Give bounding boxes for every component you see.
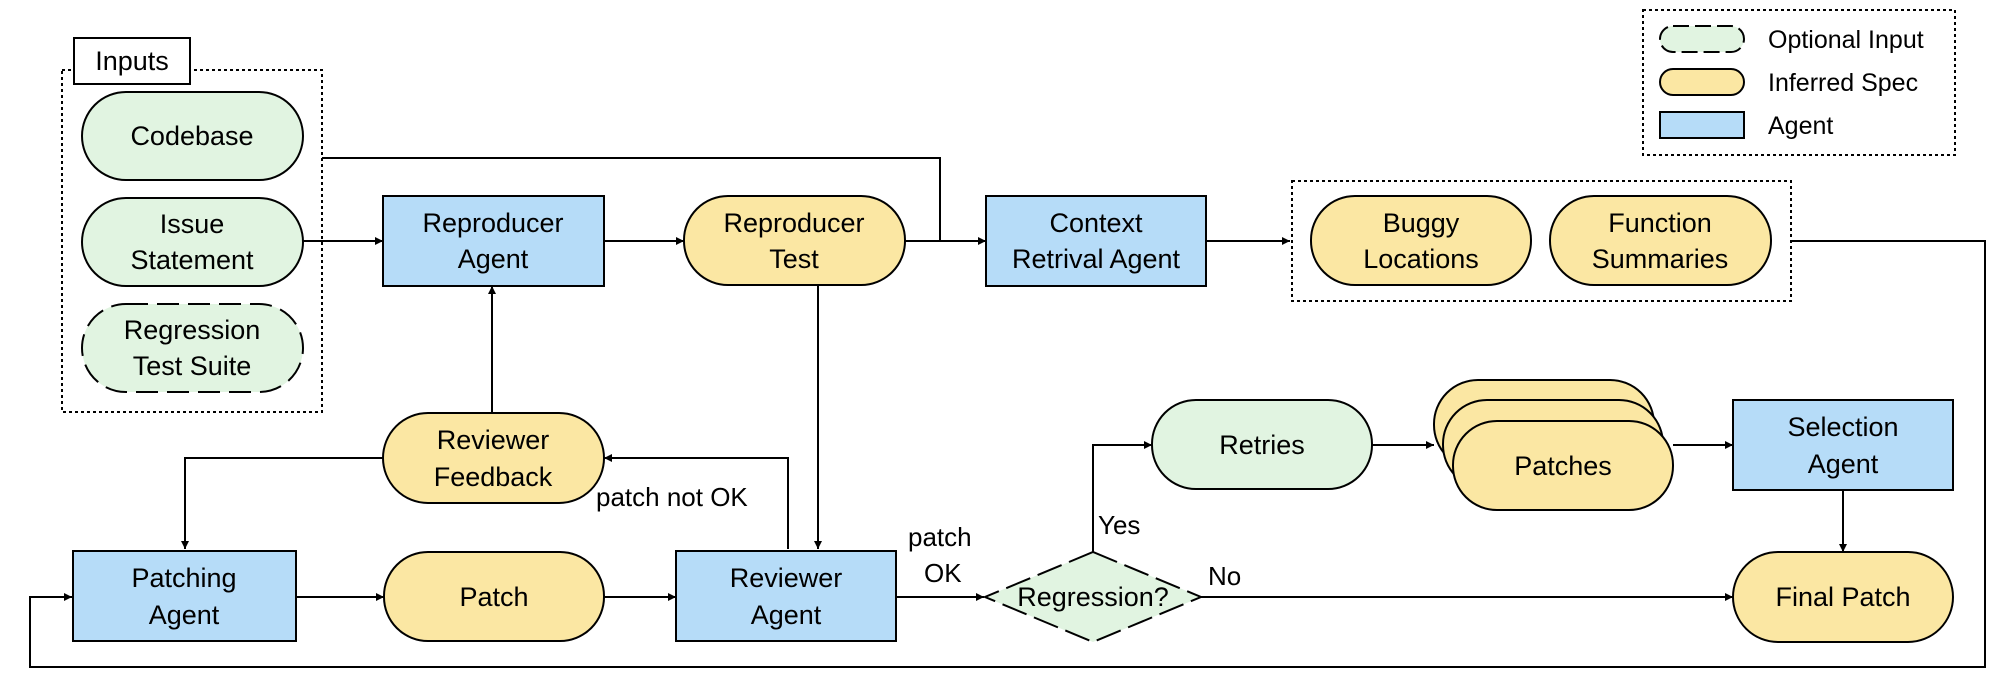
reproducer-agent-node xyxy=(382,195,605,287)
final-patch-node xyxy=(1732,551,1954,643)
patching-agent-label: Patching xyxy=(131,563,236,593)
function-summaries-node xyxy=(1549,195,1772,286)
patches-label: Patches xyxy=(1514,451,1612,481)
buggy-locations-node xyxy=(1310,195,1532,286)
patching-agent-node xyxy=(72,550,297,642)
legend-frame xyxy=(1642,9,1956,156)
reviewer-feedback-node xyxy=(382,412,605,504)
edge-feedback-to-patching xyxy=(181,457,383,549)
reproducer-agent-label: Reproducer xyxy=(422,208,563,238)
edge-reviewer-to-feedback xyxy=(604,454,789,549)
legend-agent-swatch xyxy=(1659,111,1745,139)
reproducer-agent-label: Agent xyxy=(458,244,529,274)
edge-label-patch-ok: OK xyxy=(924,558,962,588)
legend-inferred-spec-swatch xyxy=(1659,68,1745,96)
patch-node xyxy=(383,551,605,642)
retries-label: Retries xyxy=(1219,430,1305,460)
context-retrieval-agent-node xyxy=(985,195,1207,287)
reproducer-test-label: Reproducer xyxy=(723,208,864,238)
issue-statement-label: Statement xyxy=(130,245,254,275)
reviewer-agent-node xyxy=(675,550,897,642)
inputs-title-box xyxy=(73,37,191,85)
patching-agent-label: Agent xyxy=(149,600,220,630)
edge-regression-to-retries xyxy=(1092,441,1152,552)
reproducer-test-node xyxy=(683,195,906,286)
regression-test-suite-node xyxy=(81,303,304,393)
reviewer-agent-label: Agent xyxy=(751,600,822,630)
edge-label-no: No xyxy=(1208,561,1241,591)
context-retrieval-agent-label: Context xyxy=(1049,208,1143,238)
patches-node xyxy=(1452,420,1674,511)
function-summaries-label: Summaries xyxy=(1592,244,1729,274)
legend-inferred-spec-label: Inferred Spec xyxy=(1768,69,1918,97)
edge-spec-to-final-patch xyxy=(29,240,1986,668)
regression-decision-label: Regression? xyxy=(1017,582,1169,612)
edge-label-yes: Yes xyxy=(1098,510,1140,540)
legend-optional-input-label: Optional Input xyxy=(1768,26,1924,54)
codebase-node xyxy=(81,91,304,181)
edges xyxy=(29,157,1986,668)
legend: Optional Input Inferred Spec Agent xyxy=(1642,9,1956,156)
context-retrieval-agent-label: Retrival Agent xyxy=(1012,244,1181,274)
function-summaries-label: Function xyxy=(1608,208,1712,238)
inputs-title: Inputs xyxy=(95,46,169,76)
reviewer-feedback-label: Feedback xyxy=(434,462,553,492)
edge-label-patch-not-ok: patch not OK xyxy=(596,482,748,512)
inputs-frame xyxy=(61,69,323,413)
patch-label: Patch xyxy=(459,582,528,612)
selection-agent-label: Agent xyxy=(1808,449,1879,479)
regression-test-suite-label: Test Suite xyxy=(133,351,252,381)
buggy-locations-label: Buggy xyxy=(1383,208,1460,238)
spec-group-frame xyxy=(1291,180,1792,302)
regression-test-suite-label: Regression xyxy=(124,315,261,345)
nodes: Reproducer Agent Reproducer Test Context… xyxy=(72,180,1954,644)
inputs-group: Inputs Codebase Issue Statement Regressi… xyxy=(61,37,323,413)
reviewer-agent-label: Reviewer xyxy=(730,563,843,593)
selection-agent-node xyxy=(1732,399,1954,491)
legend-optional-input-swatch xyxy=(1659,25,1745,53)
retries-node xyxy=(1151,399,1373,490)
edge-label-patch-ok: patch xyxy=(908,522,972,552)
regression-decision-node xyxy=(982,550,1204,644)
edge-codebase-to-context xyxy=(322,157,941,241)
reviewer-feedback-label: Reviewer xyxy=(437,425,550,455)
legend-agent-label: Agent xyxy=(1768,112,1833,140)
reproducer-test-label: Test xyxy=(769,244,819,274)
final-patch-label: Final Patch xyxy=(1775,582,1910,612)
codebase-label: Codebase xyxy=(130,121,253,151)
issue-statement-label: Issue xyxy=(160,209,225,239)
selection-agent-label: Selection xyxy=(1787,412,1898,442)
buggy-locations-label: Locations xyxy=(1363,244,1479,274)
edge-labels: patch not OK patch OK Yes No xyxy=(596,482,1241,591)
